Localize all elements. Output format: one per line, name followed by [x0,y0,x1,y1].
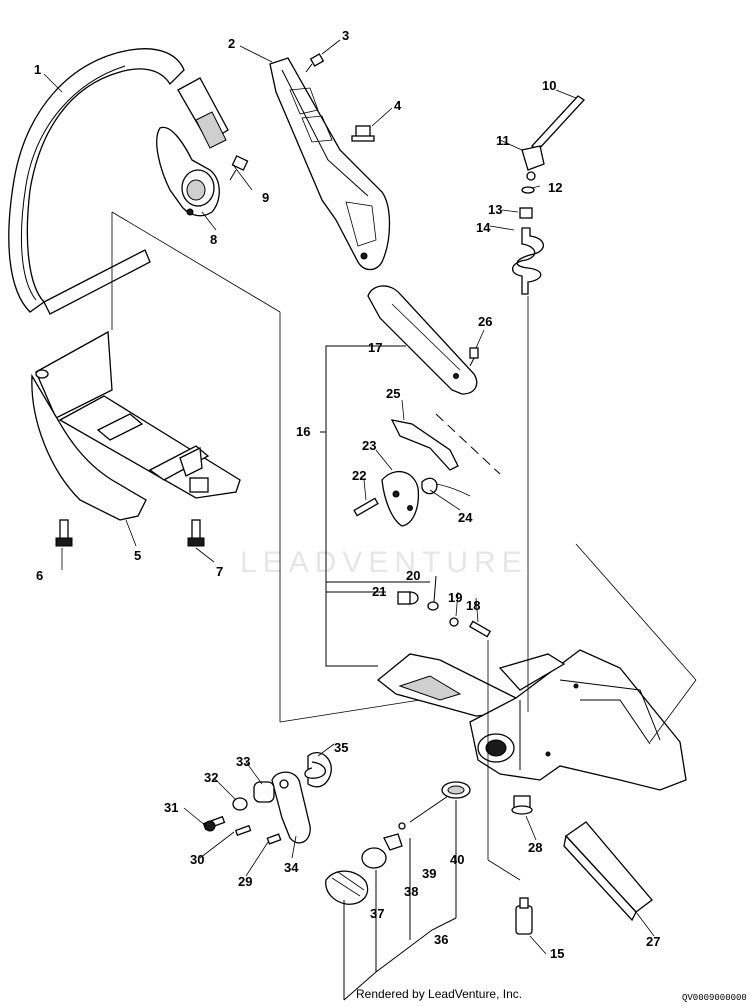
handle-bracket [156,126,220,217]
screw-7 [187,519,205,547]
callout-19: 19 [448,590,462,605]
callout-39: 39 [422,866,436,881]
callout-3: 3 [342,28,349,43]
callout-28: 28 [528,840,542,855]
callout-35: 35 [334,740,348,755]
callout-15: 15 [550,946,564,961]
callout-21: 21 [372,584,386,599]
callout-23: 23 [362,438,376,453]
throttle-group [353,285,492,638]
callout-8: 8 [210,232,217,247]
callout-14: 14 [476,220,491,235]
front-handle [8,48,229,315]
callout-29: 29 [238,874,252,889]
throttle-rod [512,95,585,295]
callout-26: 26 [478,314,492,329]
callout-13: 13 [488,202,502,217]
callout-18: 18 [466,598,480,613]
callout-17: 17 [368,340,382,355]
callout-30: 30 [190,852,204,867]
callout-37: 37 [370,906,384,921]
pad-27 [563,821,653,922]
callout-9: 9 [262,190,269,205]
callout-2: 2 [228,36,235,51]
main-housing [376,649,687,791]
callout-7: 7 [216,564,223,579]
callout-22: 22 [352,468,366,483]
watermark: LEADVENTURE [240,546,528,579]
screw-6 [55,519,73,547]
callout-12: 12 [548,180,562,195]
lower-parts [202,752,471,905]
bushing-4 [351,125,375,142]
callout-40: 40 [450,852,464,867]
callout-34: 34 [284,860,299,875]
callout-16: 16 [296,424,310,439]
callout-20: 20 [406,568,420,583]
svg-text:LEADVENTURE: LEADVENTURE [240,546,528,579]
callout-33: 33 [236,754,250,769]
callout-5: 5 [134,548,141,563]
callout-11: 11 [496,133,510,148]
callout-31: 31 [164,800,178,815]
callout-25: 25 [386,386,400,401]
leader-lines [43,39,655,955]
screw-9 [229,155,249,181]
footer-credit: Rendered by LeadVenture, Inc. [356,987,522,1001]
callout-32: 32 [204,770,218,785]
callout-1: 1 [34,62,41,77]
callout-27: 27 [646,934,660,949]
callout-10: 10 [542,78,556,93]
callout-38: 38 [404,884,418,899]
guard-bracket [31,330,241,521]
plug-28 [511,795,533,815]
figure-code: QV0009000000 [682,993,747,1003]
rear-handle [269,57,391,271]
callout-36: 36 [434,932,448,947]
screw-3 [305,53,325,73]
callout-labels: 1 2 3 4 5 6 7 8 9 10 11 12 13 14 15 16 1… [34,28,660,961]
callout-24: 24 [458,510,473,525]
filter-15 [515,897,533,935]
callout-6: 6 [36,568,43,583]
callout-4: 4 [394,98,402,113]
